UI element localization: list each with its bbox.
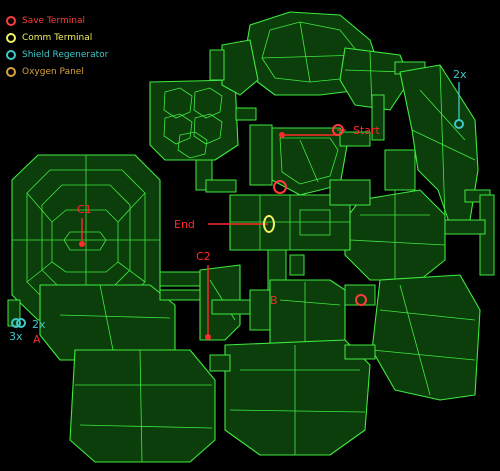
legend-comm-terminal: Comm Terminal xyxy=(6,29,108,46)
legend-save-terminal: Save Terminal xyxy=(6,12,108,29)
legend-label: Oxygen Panel xyxy=(22,66,84,77)
label-end: End xyxy=(174,218,195,231)
label-shield-right-2x: 2x xyxy=(453,68,467,81)
save-terminal-start xyxy=(332,124,344,136)
comm-terminal-end xyxy=(263,215,275,233)
legend-label: Save Terminal xyxy=(22,15,85,26)
shield-regenerator-icon xyxy=(6,49,16,60)
room-south-west xyxy=(69,349,216,463)
map-legend: Save Terminal Comm Terminal Shield Regen… xyxy=(6,12,108,80)
shield-regenerator-left-a xyxy=(11,318,21,328)
legend-label: Shield Regenerator xyxy=(22,49,109,60)
save-terminal-mid xyxy=(273,180,287,194)
legend-label: Comm Terminal xyxy=(22,32,93,43)
save-terminal-icon xyxy=(6,15,16,26)
comm-terminal-icon xyxy=(6,32,16,43)
save-terminal-east xyxy=(355,294,367,306)
legend-oxygen-panel: Oxygen Panel xyxy=(6,63,108,80)
c1-point-icon xyxy=(79,241,85,247)
start-point-icon xyxy=(279,132,285,138)
label-c1: C1 xyxy=(77,203,92,216)
room-south-east xyxy=(371,274,481,401)
label-c2: C2 xyxy=(196,250,211,263)
label-start: Start xyxy=(353,124,381,137)
room-north-east xyxy=(339,47,411,111)
c2-point-icon xyxy=(205,334,211,340)
label-b: B xyxy=(270,294,278,307)
shield-regenerator-left-b xyxy=(16,318,26,328)
label-a: A xyxy=(33,333,41,346)
legend-shield-regenerator: Shield Regenerator xyxy=(6,46,108,63)
oxygen-panel-icon xyxy=(6,66,16,77)
route-lines xyxy=(81,129,346,336)
room-hex-cluster xyxy=(149,79,239,161)
label-shield-left-3x: 3x xyxy=(9,330,23,343)
label-shield-left-2x: 2x xyxy=(32,318,46,331)
room-south-hall xyxy=(224,339,371,456)
